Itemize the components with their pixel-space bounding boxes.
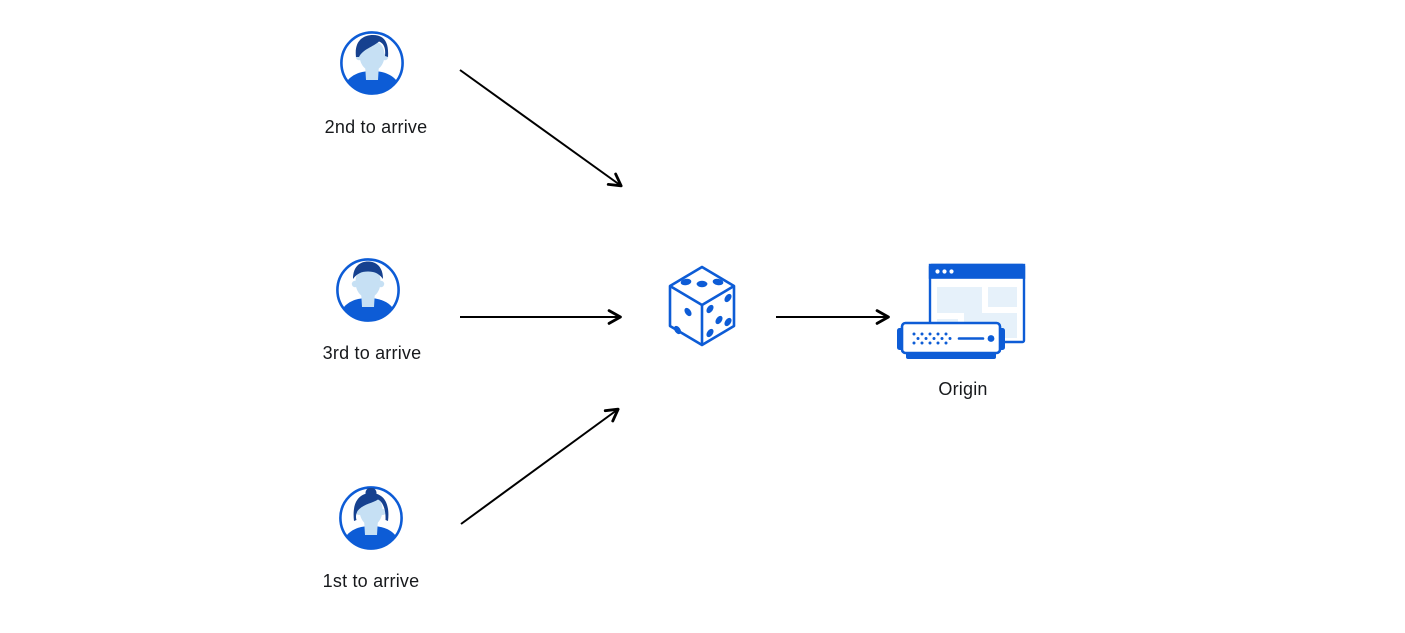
client-first-label: 1st to arrive bbox=[322, 571, 420, 591]
woman-avatar-bun-icon bbox=[339, 486, 403, 550]
client-first-to-arrive bbox=[338, 485, 404, 551]
dice-icon bbox=[668, 265, 736, 347]
origin-icon bbox=[897, 263, 1026, 359]
man-avatar-swept-hair-icon bbox=[340, 31, 404, 95]
server-icon bbox=[897, 321, 1005, 359]
client-second-to-arrive bbox=[339, 30, 405, 96]
client-third-to-arrive bbox=[335, 257, 401, 323]
origin-label: Origin bbox=[938, 379, 988, 399]
random-selector bbox=[667, 264, 737, 348]
client-second-label: 2nd to arrive bbox=[324, 117, 428, 137]
man-avatar-short-hair-icon bbox=[336, 258, 400, 322]
origin-node bbox=[897, 262, 1029, 364]
arrow-client1-to-dice bbox=[460, 407, 620, 525]
client-third-label: 3rd to arrive bbox=[322, 343, 422, 363]
arrow-client2-to-dice bbox=[459, 69, 623, 188]
